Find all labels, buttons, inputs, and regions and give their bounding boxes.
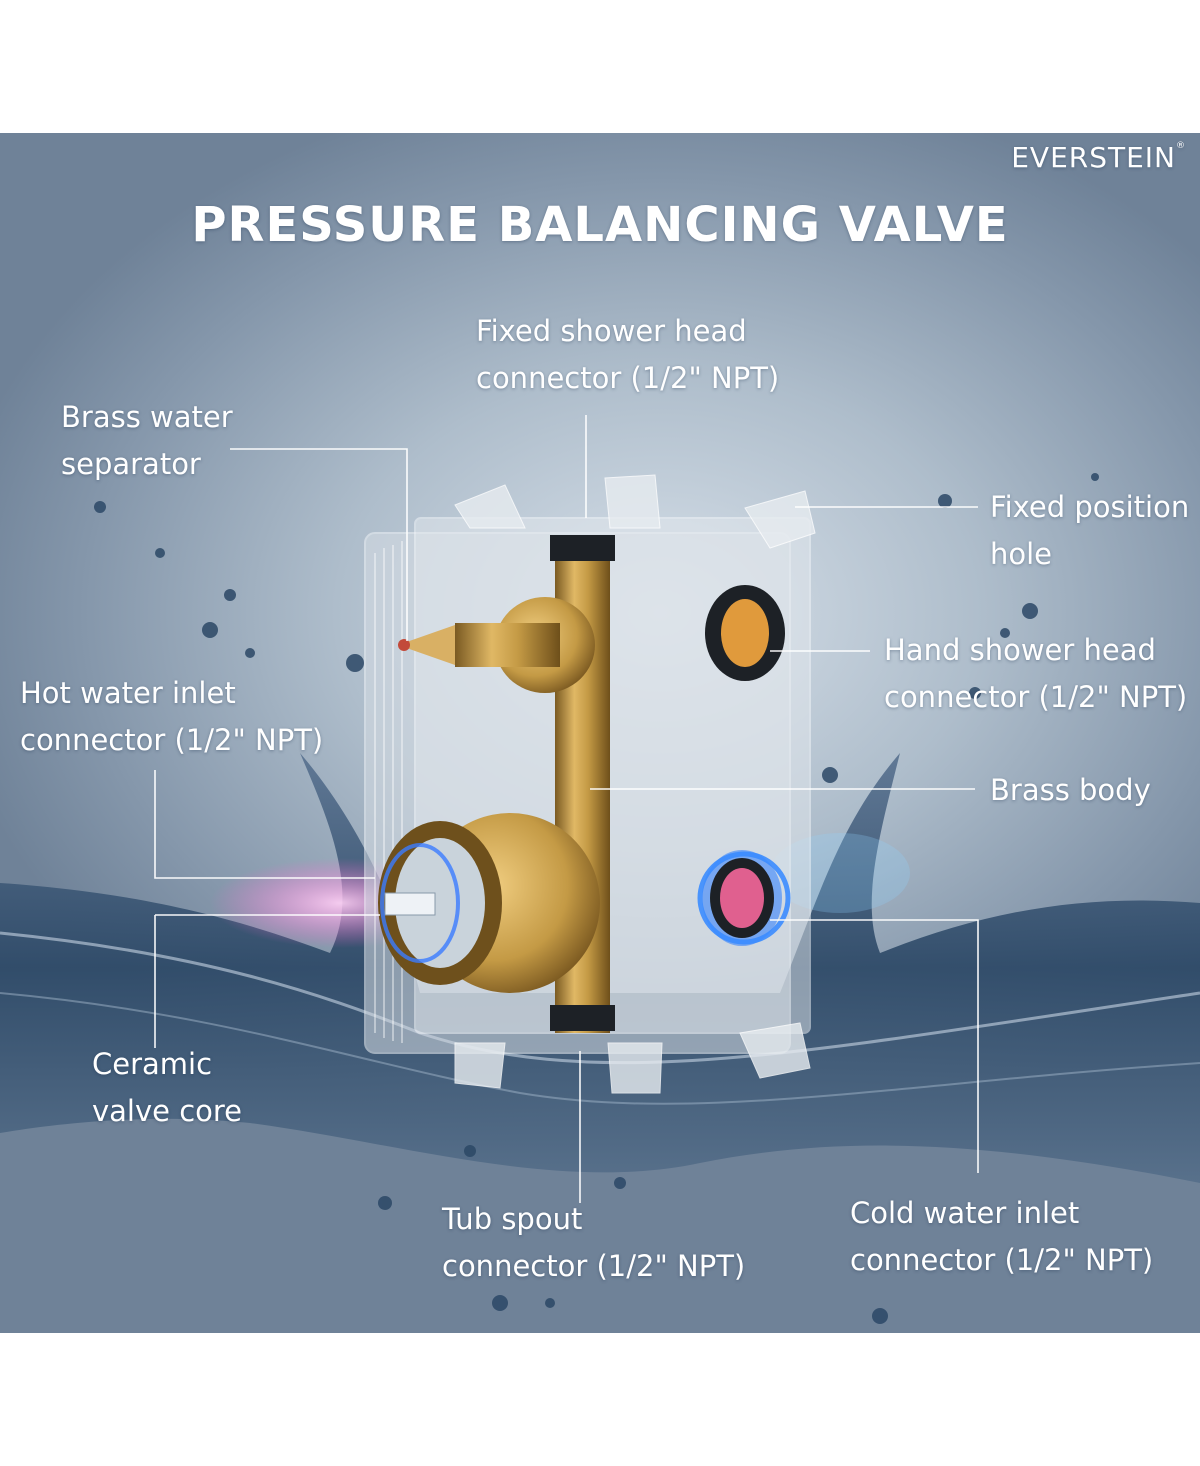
label-fixed-position-hole: Fixed position hole bbox=[990, 490, 1190, 571]
infographic-panel: EVERSTEIN® PRESSURE BALANCING VALVE Fixe… bbox=[0, 133, 1200, 1333]
label-hand-shower-head: Hand shower head connector (1/2" NPT) bbox=[884, 633, 1188, 714]
label-cold-water-inlet: Cold water inlet connector (1/2" NPT) bbox=[850, 1196, 1154, 1277]
page-title: PRESSURE BALANCING VALVE bbox=[191, 197, 1009, 253]
label-brass-body: Brass body bbox=[990, 773, 1151, 807]
registered-mark: ® bbox=[1176, 141, 1186, 151]
valve-illustration bbox=[0, 415, 1200, 1324]
label-fixed-shower-head: Fixed shower head connector (1/2" NPT) bbox=[476, 314, 780, 395]
label-brass-water-separator: Brass water separator bbox=[61, 400, 233, 481]
water-splash-graphic bbox=[0, 753, 1200, 1183]
brand-name: EVERSTEIN bbox=[1011, 141, 1176, 174]
label-tub-spout: Tub spout connector (1/2" NPT) bbox=[442, 1202, 746, 1283]
label-hot-water-inlet: Hot water inlet connector (1/2" NPT) bbox=[20, 676, 324, 757]
label-ceramic-valve-core: Ceramic valve core bbox=[92, 1047, 243, 1128]
brand-logo: EVERSTEIN® bbox=[1011, 141, 1186, 174]
